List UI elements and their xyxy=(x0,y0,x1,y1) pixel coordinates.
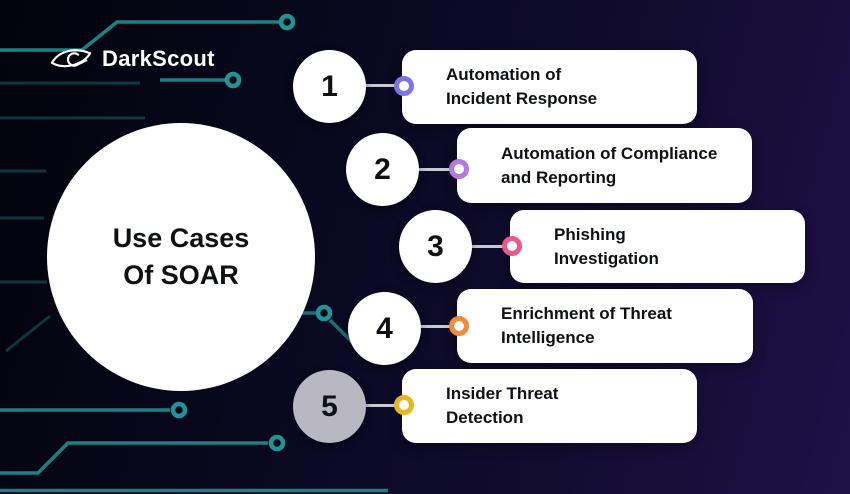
connector-node-4 xyxy=(449,316,469,336)
step-number-2: 2 xyxy=(374,152,391,186)
step-circle-2: 2 xyxy=(346,133,419,206)
connector-line-3 xyxy=(470,245,505,248)
step-card-5-line1: Insider Threat xyxy=(446,384,559,403)
connector-node-3 xyxy=(502,236,522,256)
brand-name: DarkScout xyxy=(102,46,215,71)
step-card-2-line1: Automation of Compliance xyxy=(501,143,718,163)
step-card-3-line1: Phishing xyxy=(554,224,626,244)
step-card-1-line2: Incident Response xyxy=(446,89,598,108)
step-card-1: Automation of Incident Response xyxy=(402,50,697,124)
step-card-2: Automation of Compliance and Reporting xyxy=(457,128,752,203)
step-circle-4: 4 xyxy=(348,292,421,365)
step-card-5: Insider Threat Detection xyxy=(402,369,697,443)
step-number-1: 1 xyxy=(321,69,338,103)
connector-line-5 xyxy=(363,404,397,407)
step-card-1-line1: Automation of xyxy=(446,65,562,84)
step-number-3: 3 xyxy=(427,229,444,263)
center-circle: Use Cases Of SOAR xyxy=(47,123,315,391)
connector-line-2 xyxy=(416,168,452,171)
step-card-4-line2: Intelligence xyxy=(501,328,595,347)
brand-logo: DarkScout xyxy=(50,44,215,74)
step-card-5-line2: Detection xyxy=(446,408,524,427)
center-title-line2: Of SOAR xyxy=(123,260,239,290)
center-title-line1: Use Cases xyxy=(112,223,250,253)
step-card-4: Enrichment of Threat Intelligence xyxy=(457,289,753,363)
step-circle-3: 3 xyxy=(399,210,472,283)
connector-node-2 xyxy=(449,159,469,179)
step-circle-5: 5 xyxy=(293,370,366,443)
darkscout-logo-icon xyxy=(50,49,92,68)
step-card-3-line2: Investigation xyxy=(554,248,659,268)
connector-node-5 xyxy=(394,395,414,415)
connector-line-4 xyxy=(419,325,452,328)
step-card-2-line2: and Reporting xyxy=(501,167,617,187)
step-card-3: Phishing Investigation xyxy=(510,210,805,283)
step-circle-1: 1 xyxy=(293,50,366,123)
connector-node-1 xyxy=(394,76,414,96)
step-number-4: 4 xyxy=(376,311,393,345)
connector-line-1 xyxy=(363,84,397,87)
step-card-4-line1: Enrichment of Threat xyxy=(501,304,672,323)
step-number-5: 5 xyxy=(321,389,338,423)
